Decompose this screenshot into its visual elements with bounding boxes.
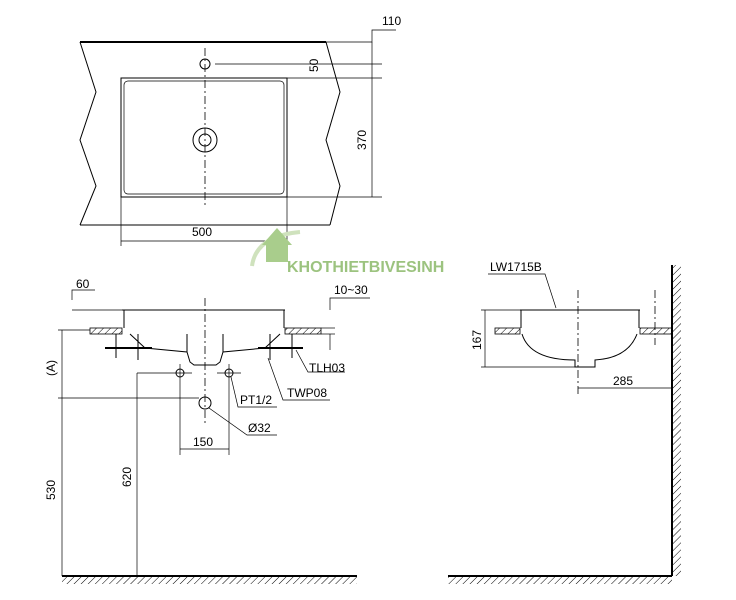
basin-outline	[120, 77, 288, 198]
label-d32: Ø32	[248, 421, 271, 435]
label-a: (A)	[44, 360, 58, 376]
dim-500: 500	[192, 225, 212, 239]
drain-inner	[198, 133, 212, 147]
counter-left-break	[79, 41, 97, 226]
dim-60: 60	[76, 277, 90, 291]
drain-outlet	[198, 396, 212, 410]
dim-620: 620	[120, 467, 134, 487]
front-view: 60 10~30 (A) 530 620 150 TLH03 TWP08 PT1…	[44, 277, 370, 584]
watermark-logo: KHOTHIETBIVESINH	[250, 228, 444, 276]
dim-370: 370	[355, 130, 369, 150]
dim-10-30: 10~30	[334, 283, 368, 297]
side-view: 167 285 LW1715B	[448, 260, 681, 584]
dim-530: 530	[44, 480, 58, 500]
label-tlh03: TLH03	[309, 361, 345, 375]
faucet-hole	[199, 58, 211, 70]
drain-outer	[192, 127, 218, 153]
top-view: 110 50 370 500	[79, 14, 401, 246]
dim-167: 167	[470, 330, 484, 350]
dim-110: 110	[382, 14, 401, 28]
label-pt12: PT1/2	[240, 393, 272, 407]
model-label: LW1715B	[490, 260, 542, 274]
dim-150: 150	[193, 435, 213, 449]
counter-right-break	[325, 41, 341, 226]
side-bowl	[521, 333, 638, 368]
basin-inner	[123, 80, 285, 195]
watermark-text: KHOTHIETBIVESINH	[287, 259, 444, 276]
dim-50: 50	[307, 58, 321, 72]
label-twp08: TWP08	[287, 386, 327, 400]
dim-285: 285	[613, 374, 633, 388]
